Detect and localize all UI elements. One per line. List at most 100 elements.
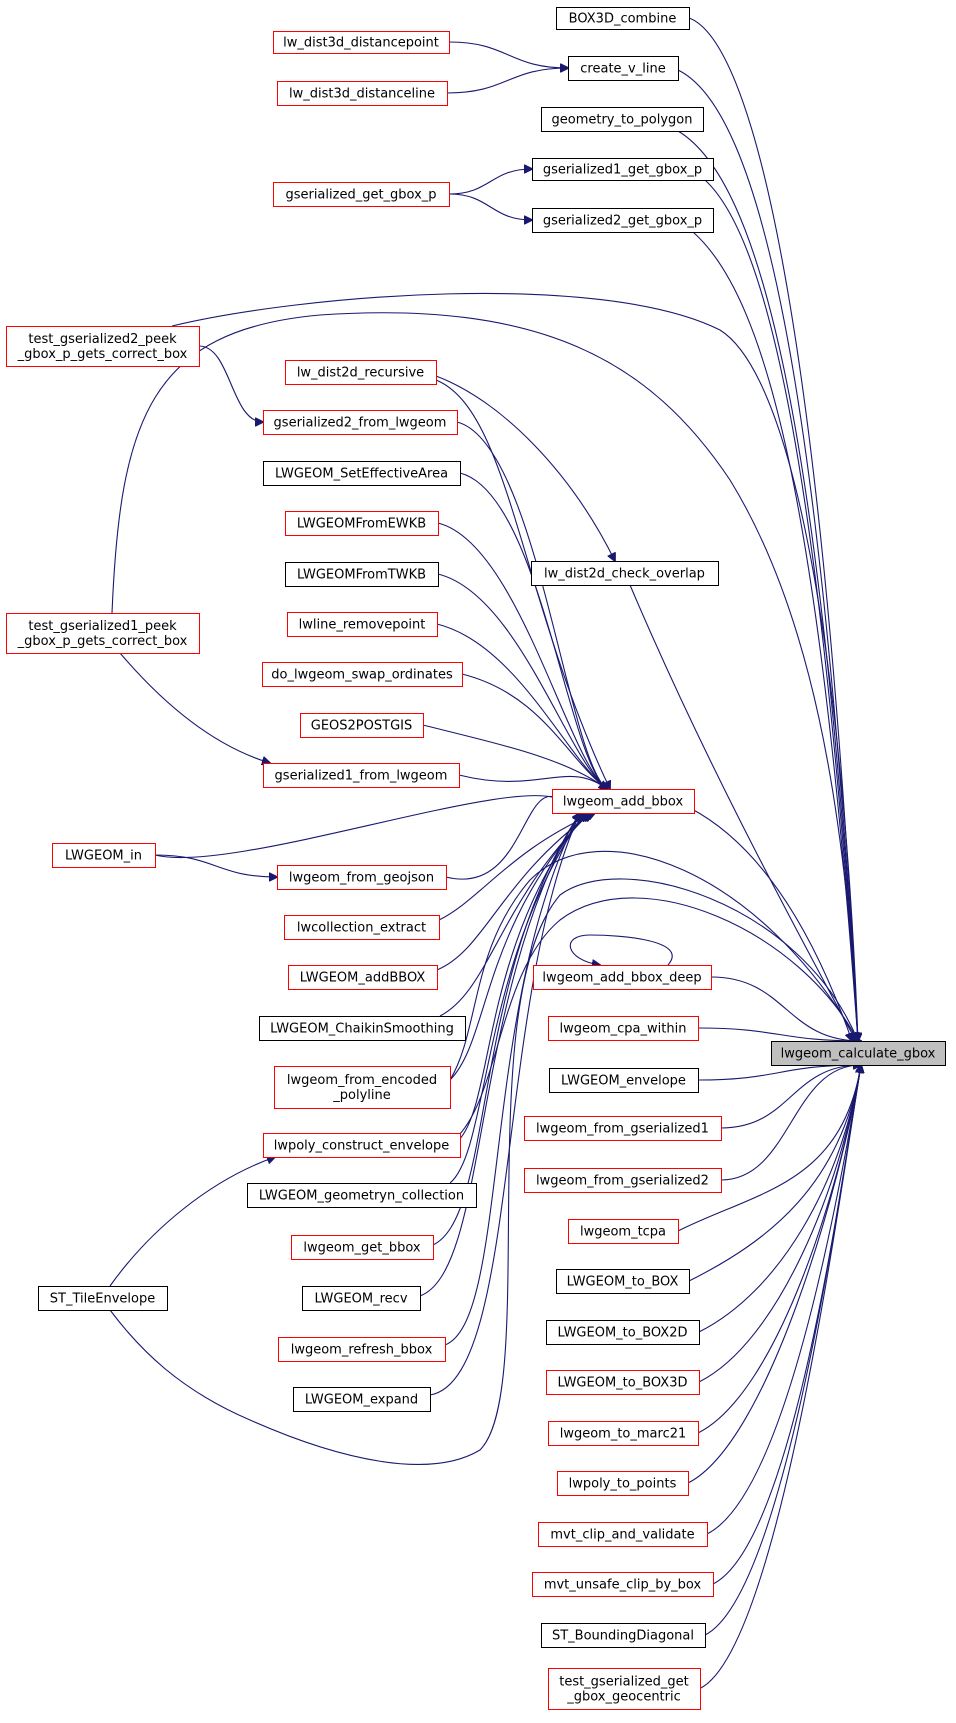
node-label: LWGEOM_geometryn_collection xyxy=(259,1189,464,1204)
edge-lwgeomfromewkb-to-lwgeom-add-bbox xyxy=(437,522,607,789)
node-lw-dist3d-distancepoint[interactable]: lw_dist3d_distancepoint xyxy=(273,31,450,54)
node-box xyxy=(287,612,438,637)
node-label: lw_dist2d_recursive xyxy=(297,366,424,381)
node-label: lwline_removepoint xyxy=(299,618,426,633)
node-box xyxy=(285,360,437,385)
node-box xyxy=(285,562,439,587)
node-do-lwgeom-swap-ordinates[interactable]: do_lwgeom_swap_ordinates xyxy=(262,662,463,687)
node-lwpoly-construct-envelope[interactable]: lwpoly_construct_envelope xyxy=(263,1133,461,1158)
node-lwgeom-add-bbox[interactable]: lwgeom_add_bbox xyxy=(552,789,695,814)
node-lwgeomfromewkb[interactable]: LWGEOMFromEWKB xyxy=(285,511,439,536)
node-gserialized2-get-gbox-p[interactable]: gserialized2_get_gbox_p xyxy=(532,208,714,233)
node-box xyxy=(278,1337,446,1362)
node-lwgeom-geometryn-collection[interactable]: LWGEOM_geometryn_collection xyxy=(247,1183,477,1208)
node-lwgeom-addbbox[interactable]: LWGEOM_addBBOX xyxy=(288,965,438,990)
node-lwgeom-tcpa[interactable]: lwgeom_tcpa xyxy=(568,1219,679,1244)
node-geos2postgis[interactable]: GEOS2POSTGIS xyxy=(300,713,424,738)
node-lwgeom-from-gserialized2[interactable]: lwgeom_from_gserialized2 xyxy=(524,1168,722,1193)
node-box xyxy=(556,1269,690,1294)
node-mvt-clip-and-validate[interactable]: mvt_clip_and_validate xyxy=(538,1522,708,1547)
node-box xyxy=(284,915,440,940)
node-test-gs2-peek[interactable]: test_gserialized2_peek_gbox_p_gets_corre… xyxy=(6,326,200,367)
node-label: BOX3D_combine xyxy=(569,12,677,27)
edge-lw-dist3d-distanceline-to-create-v-line xyxy=(446,68,568,94)
node-label: gserialized1_get_gbox_p xyxy=(543,163,702,178)
node-geometry-to-polygon[interactable]: geometry_to_polygon xyxy=(541,107,704,132)
edge-gserialized-get-gbox-p-to-gserialized1-get-gbox-p xyxy=(448,169,532,195)
node-lwgeom-calculate-gbox[interactable]: lwgeom_calculate_gbox xyxy=(771,1041,946,1066)
edge-lw-dist2d-recursive-to-lw-dist2d-check-overlap xyxy=(435,375,615,561)
node-st-boundingdiagonal[interactable]: ST_BoundingDiagonal xyxy=(541,1623,706,1648)
node-lw-dist2d-recursive[interactable]: lw_dist2d_recursive xyxy=(285,360,437,385)
node-lwgeom-seteffectivearea[interactable]: LWGEOM_SetEffectiveArea xyxy=(263,461,461,486)
node-lwgeom-recv[interactable]: LWGEOM_recv xyxy=(302,1286,421,1311)
edge-gserialized-get-gbox-p-to-gserialized2-get-gbox-p xyxy=(448,193,532,220)
edge-lwgeomfromtwkb-to-lwgeom-add-bbox xyxy=(437,573,607,789)
node-label: lwgeom_to_marc21 xyxy=(560,1427,687,1442)
node-lwgeom-expand[interactable]: LWGEOM_expand xyxy=(293,1387,431,1412)
node-lwgeom-to-box3d[interactable]: LWGEOM_to_BOX3D xyxy=(546,1370,700,1395)
node-box xyxy=(302,1286,421,1311)
node-lwpoly-to-points[interactable]: lwpoly_to_points xyxy=(557,1471,689,1496)
node-label: lwgeom_add_bbox_deep xyxy=(542,971,701,986)
node-label: gserialized1_from_lwgeom xyxy=(275,769,448,784)
node-lwgeom-envelope[interactable]: LWGEOM_envelope xyxy=(549,1068,699,1093)
node-label: mvt_clip_and_validate xyxy=(550,1528,694,1543)
edge-lwgeom-to-box3d-to-lwgeom-calculate-gbox xyxy=(698,1065,861,1383)
node-lwgeom-chaikinsmoothing[interactable]: LWGEOM_ChaikinSmoothing xyxy=(259,1016,466,1041)
node-box xyxy=(556,7,690,30)
node-box xyxy=(568,1219,679,1244)
edge-st-boundingdiagonal-to-lwgeom-calculate-gbox xyxy=(704,1065,861,1636)
node-lwgeom-to-box2d[interactable]: LWGEOM_to_BOX2D xyxy=(546,1320,700,1345)
node-lwgeom-refresh-bbox[interactable]: lwgeom_refresh_bbox xyxy=(278,1337,446,1362)
node-lwgeomfromtwkb[interactable]: LWGEOMFromTWKB xyxy=(285,562,439,587)
node-box3d-combine[interactable]: BOX3D_combine xyxy=(556,7,690,30)
node-label: LWGEOM_to_BOX xyxy=(567,1275,679,1290)
node-st-tileenvelope[interactable]: ST_TileEnvelope xyxy=(38,1286,168,1311)
edge-lwcollection-extract-to-lwgeom-add-bbox xyxy=(438,813,595,921)
edge-lwgeom-envelope-to-lwgeom-calculate-gbox xyxy=(697,1065,861,1081)
node-label: lwgeom_from_geojson xyxy=(289,871,434,886)
node-box xyxy=(557,1471,689,1496)
node-test-gserialized-get-gbox-geocentric[interactable]: test_gserialized_get_gbox_geocentric xyxy=(548,1668,701,1710)
node-lw-dist3d-distanceline[interactable]: lw_dist3d_distanceline xyxy=(277,81,448,106)
node-lwgeom-from-gserialized1[interactable]: lwgeom_from_gserialized1 xyxy=(524,1116,722,1141)
node-lw-dist2d-check-overlap[interactable]: lw_dist2d_check_overlap xyxy=(531,561,719,586)
node-gserialized1-from-lwgeom[interactable]: gserialized1_from_lwgeom xyxy=(263,763,460,788)
edge-st-tileenvelope-to-lwpoly-construct-envelope xyxy=(109,1157,275,1287)
node-lwgeom-get-bbox[interactable]: lwgeom_get_bbox xyxy=(291,1235,434,1260)
edge-test-gs2-peek-to-lwgeom-calculate-gbox xyxy=(171,292,858,1041)
node-mvt-unsafe-clip-by-box[interactable]: mvt_unsafe_clip_by_box xyxy=(532,1572,714,1597)
node-label: gserialized2_get_gbox_p xyxy=(543,214,702,229)
edge-lw-dist2d-check-overlap-to-lwgeom-calculate-gbox xyxy=(629,584,856,1041)
node-lwgeom-to-marc21[interactable]: lwgeom_to_marc21 xyxy=(548,1421,699,1446)
edge-box3d-combine-to-lwgeom-calculate-gbox xyxy=(688,17,858,1041)
node-gserialized1-get-gbox-p[interactable]: gserialized1_get_gbox_p xyxy=(532,158,714,181)
edge-lwgeom-recv-to-lwgeom-add-bbox xyxy=(419,813,580,1297)
node-box xyxy=(293,1387,431,1412)
node-lwgeom-to-box[interactable]: LWGEOM_to_BOX xyxy=(556,1269,690,1294)
edge-lwgeom-get-bbox-to-lwgeom-add-bbox xyxy=(432,813,580,1246)
node-box xyxy=(549,1068,699,1093)
node-test-gs1-peek[interactable]: test_gserialized1_peek_gbox_p_gets_corre… xyxy=(6,613,200,654)
node-gserialized2-from-lwgeom[interactable]: gserialized2_from_lwgeom xyxy=(263,410,458,435)
node-gserialized-get-gbox-p[interactable]: gserialized_get_gbox_p xyxy=(273,182,450,207)
node-lwgeom-from-encoded-polyline[interactable]: lwgeom_from_encoded_polyline xyxy=(274,1066,451,1109)
node-label: geometry_to_polygon xyxy=(551,113,692,128)
node-lwgeom-in[interactable]: LWGEOM_in xyxy=(52,843,156,868)
edge-lwgeom-tcpa-to-lwgeom-calculate-gbox xyxy=(677,1065,861,1232)
node-lwcollection-extract[interactable]: lwcollection_extract xyxy=(284,915,440,940)
node-label: lw_dist3d_distanceline xyxy=(289,87,435,102)
node-label: ST_BoundingDiagonal xyxy=(552,1629,694,1644)
node-lwgeom-cpa-within[interactable]: lwgeom_cpa_within xyxy=(548,1016,699,1041)
edges-layer xyxy=(109,17,861,1689)
edge-lwgeom-seteffectivearea-to-lwgeom-add-bbox xyxy=(459,472,607,789)
node-lwline-removepoint[interactable]: lwline_removepoint xyxy=(287,612,438,637)
node-label: _gbox_p_gets_correct_box xyxy=(17,347,188,362)
node-create-v-line[interactable]: create_v_line xyxy=(568,56,679,81)
node-label: gserialized_get_gbox_p xyxy=(285,188,436,203)
node-box xyxy=(288,965,438,990)
node-lwgeom-from-geojson[interactable]: lwgeom_from_geojson xyxy=(277,865,447,890)
edge-test-gs1-peek-to-gserialized1-from-lwgeom xyxy=(119,652,270,763)
node-lwgeom-add-bbox-deep[interactable]: lwgeom_add_bbox_deep xyxy=(533,965,712,990)
